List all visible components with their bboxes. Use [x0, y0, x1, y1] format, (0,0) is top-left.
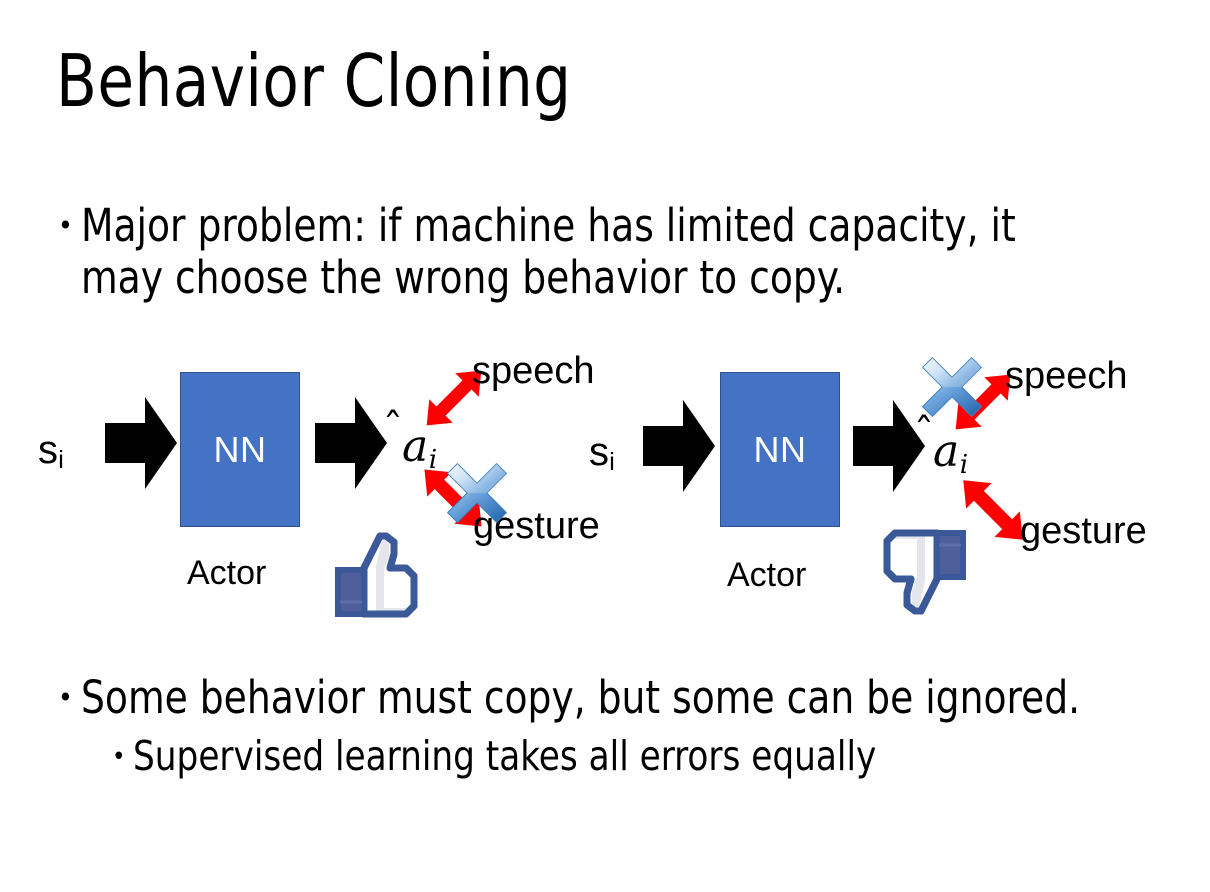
red-double-arrow-icon-right-gesture [943, 460, 1043, 560]
blue-cross-icon-left [442, 458, 512, 528]
nn-box-left: NN [180, 372, 300, 527]
bullet-bottom-level2-text: Supervised learning takes all errors equ… [133, 732, 877, 780]
nn-label-left: NN [213, 428, 267, 470]
bullet-bottom-level1-text: Some behavior must copy, but some can be… [81, 671, 1081, 724]
nn-label-right: NN [753, 428, 807, 470]
bullet-marker-icon: • [112, 740, 126, 771]
state-label-right: si [589, 430, 615, 476]
diagram-right: si NN Actor ̂ai [565, 330, 1205, 630]
bullet-marker-icon: • [58, 208, 73, 242]
outcome-label-right-gesture: gesture [1020, 510, 1147, 552]
block-arrow-right-icon-left-output [315, 395, 387, 491]
bullet-top-text: Major problem: if machine has limited ca… [81, 199, 1016, 305]
red-double-arrow-icon-right-speech [937, 356, 1029, 448]
action-label-left: ̂ai [402, 421, 438, 475]
diagram-left: si NN Actor ̂ai [10, 330, 630, 630]
bullet-bottom-level1: • Some behavior must copy, but some can … [58, 671, 1168, 724]
bullet-marker-icon: • [58, 680, 73, 714]
state-label-left: si [38, 428, 64, 474]
actor-label-right: Actor [727, 556, 807, 594]
page-title: Behavior Cloning [56, 39, 572, 123]
block-arrow-right-icon-left-input [105, 395, 177, 491]
red-double-arrow-icon-left-speech [408, 352, 500, 444]
bullet-bottom-level2: • Supervised learning takes all errors e… [112, 732, 1172, 781]
thumbs-down-icon-right [873, 523, 973, 619]
block-arrow-right-icon-right-output [853, 398, 925, 494]
action-label-right: ̂ai [933, 426, 969, 480]
thumbs-up-icon-left [328, 530, 428, 622]
blue-cross-icon-right [917, 352, 987, 422]
nn-box-right: NN [720, 372, 840, 527]
bullet-top: • Major problem: if machine has limited … [58, 199, 1148, 305]
block-arrow-right-icon-right-input [643, 398, 715, 494]
outcome-label-left-speech: speech [472, 350, 595, 392]
outcome-label-right-speech: speech [1005, 355, 1128, 397]
actor-label-left: Actor [187, 554, 267, 592]
